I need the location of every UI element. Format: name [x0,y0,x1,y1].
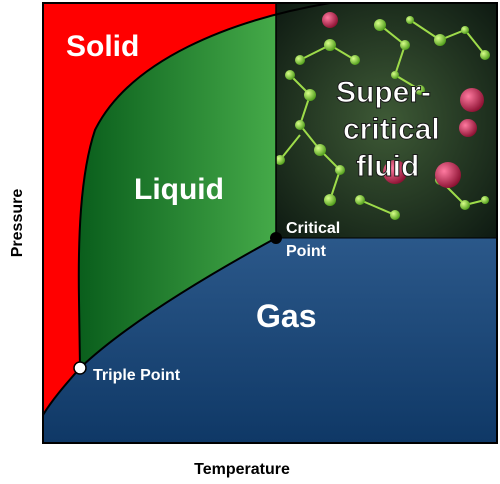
x-axis-label: Temperature [194,461,290,478]
gas-label: Gas [256,298,316,334]
supercritical-region [276,3,497,238]
triple-point-label: Triple Point [93,367,181,384]
supercritical-label-line3: fluid [356,150,419,183]
supercritical-label-line1: Super- [336,76,431,109]
solid-region [43,3,330,415]
liquid-label: Liquid [134,173,224,206]
molecule-atoms [276,12,490,220]
liquid-region [78,3,330,368]
critical-point-marker [270,232,282,244]
solid-liquid-boundary [77,2,331,369]
liquid-gas-boundary [79,237,277,369]
triple-point-marker [73,361,87,375]
critical-point-label-line1: Critical [286,220,340,237]
plot-frame [42,2,498,444]
critical-point-label-line2: Point [286,243,327,260]
supercritical-label-line2: critical [343,113,440,146]
solid-label: Solid [66,30,139,63]
y-axis-label: Pressure [9,189,26,258]
